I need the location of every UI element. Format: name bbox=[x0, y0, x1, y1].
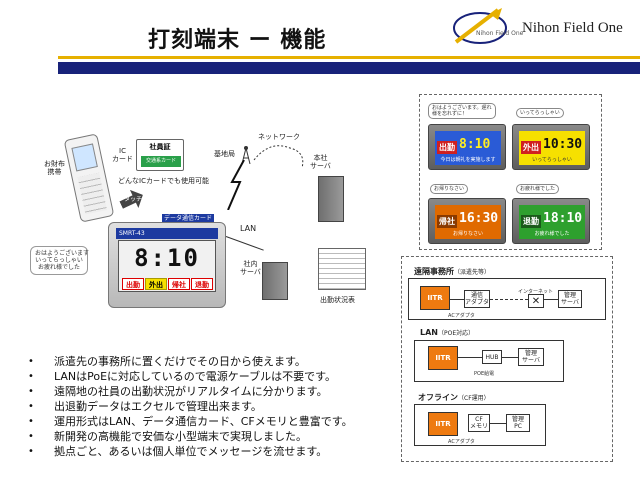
remote-section-title: 遠隔事務所（派遣先等） bbox=[414, 266, 490, 277]
data-card-label: データ通信カード bbox=[162, 214, 215, 224]
screen-time-4: 18:10 bbox=[543, 211, 583, 226]
offline-pc: 管理 PC bbox=[506, 414, 530, 432]
remote-title: 遠隔事務所 bbox=[414, 267, 454, 276]
feature-item: 拠点ごと、あるいは個人単位でメッセージを流せます。 bbox=[28, 444, 353, 459]
screen-speech-1: おはようございます。遅れ様を忘れずに！ bbox=[428, 103, 496, 119]
screen-msg-3: お帰りなさい bbox=[452, 231, 483, 237]
remote-link-2 bbox=[490, 299, 528, 300]
ic-card-label: IC カード bbox=[112, 147, 133, 163]
onsite-server-label: 社内 サーバ bbox=[240, 260, 261, 276]
touch-label: タッチ bbox=[124, 196, 143, 203]
hq-server-icon bbox=[318, 176, 344, 222]
base-station-label: 基地局 bbox=[214, 150, 235, 158]
offline-power: ACアダプタ bbox=[448, 439, 475, 445]
lan-label: LAN bbox=[240, 224, 257, 233]
remote-adapter: 通信 アダプタ bbox=[464, 290, 490, 308]
transit-card: 交通系カード bbox=[141, 156, 181, 167]
attendance-table-label: 出勤状況表 bbox=[320, 296, 355, 304]
feature-item: 新開発の高機能で安価な小型端末で実現しました。 bbox=[28, 429, 353, 444]
screen-msg-4: お疲れ様でした bbox=[534, 231, 570, 237]
lightning-icon bbox=[227, 160, 245, 210]
remote-link-1 bbox=[450, 299, 464, 300]
network-cloud-icon bbox=[253, 145, 304, 169]
screen-msg-2: いってらっしゃい bbox=[532, 157, 572, 163]
screen-sample-4: 退勤 18:10 お疲れ様でした bbox=[512, 198, 590, 244]
offline-note: （CF運用） bbox=[458, 395, 490, 402]
feature-item: 遠隔地の社員の出勤状況がリアルタイムに分かります。 bbox=[28, 384, 353, 399]
feature-item: 運用形式はLAN、データ通信カード、CFメモリと豊富です。 bbox=[28, 414, 353, 429]
lan-note: （POE対応） bbox=[437, 330, 475, 337]
screen-speech-4: お疲れ様でした bbox=[516, 184, 560, 194]
illustration: お財布 携帯 IC カード 社員証 交通系カード どんなICカードでも使用可能 … bbox=[0, 0, 400, 340]
terminal-button-clock-out[interactable]: 退勤 bbox=[191, 278, 213, 290]
logo-text: Nihon Field One bbox=[476, 30, 524, 37]
feature-item: 出退勤データはエクセルで管理出来ます。 bbox=[28, 399, 353, 414]
lan-link-1 bbox=[458, 357, 482, 358]
lan-hub: HUB bbox=[482, 350, 502, 364]
any-card-note: どんなICカードでも使用可能 bbox=[118, 177, 209, 185]
internet-icon: ✕ bbox=[528, 294, 544, 308]
feature-item: 派遣先の事務所に置くだけでその日から使えます。 bbox=[28, 354, 353, 369]
feature-item: LANはPoEに対応しているので電源ケーブルは不要です。 bbox=[28, 369, 353, 384]
screen-label-3: 帰社 bbox=[437, 215, 457, 228]
lan-server: 管理 サーバ bbox=[518, 348, 544, 366]
employee-id-text: 社員証 bbox=[149, 143, 171, 151]
remote-power: ACアダプタ bbox=[448, 313, 475, 319]
terminal-model: SMRT-43 bbox=[116, 228, 218, 239]
terminal-button-out[interactable]: 外出 bbox=[145, 278, 167, 290]
mobile-label: お財布 携帯 bbox=[44, 160, 65, 176]
greeting-bubble: おはようございます いってらっしゃい お疲れ様でした bbox=[30, 246, 89, 275]
screen-speech-3: お帰りなさい bbox=[430, 184, 469, 194]
employee-id-card: 社員証 交通系カード bbox=[136, 139, 184, 171]
screen-sample-3: 帰社 16:30 お帰りなさい bbox=[428, 198, 506, 244]
lan-title: LAN bbox=[420, 328, 438, 337]
terminal-time: 8:10 bbox=[134, 244, 200, 272]
company-logo-icon bbox=[453, 8, 507, 44]
offline-title: オフライン bbox=[418, 393, 458, 402]
screen-samples-panel bbox=[419, 94, 602, 250]
offline-link bbox=[490, 423, 506, 424]
remote-internet: インターネット bbox=[518, 289, 554, 295]
offline-section-title: オフライン（CF運用） bbox=[418, 392, 490, 403]
company-name: Nihon Field One bbox=[522, 20, 623, 36]
hq-server-label: 本社 サーバ bbox=[310, 154, 331, 170]
lan-device: IITR bbox=[428, 346, 458, 370]
header-gold-bar bbox=[58, 56, 640, 59]
feature-list: 派遣先の事務所に置くだけでその日から使えます。 LANはPoEに対応しているので… bbox=[28, 354, 353, 459]
configurations-panel bbox=[401, 256, 613, 462]
screen-time-3: 16:30 bbox=[459, 211, 499, 226]
remote-device: IITR bbox=[420, 286, 450, 310]
mobile-phone-icon bbox=[63, 133, 115, 223]
remote-server: 管理 サーバ bbox=[558, 290, 582, 308]
lan-line bbox=[225, 236, 264, 251]
page-title: 打刻端末 ー 機能 bbox=[148, 28, 327, 53]
offline-device: IITR bbox=[428, 412, 458, 436]
remote-link-3 bbox=[544, 299, 558, 300]
lan-link-2 bbox=[502, 357, 518, 358]
attendance-table-icon bbox=[318, 248, 366, 290]
screen-time-1: 8:10 bbox=[459, 137, 491, 152]
lan-section-title: LAN（POE対応） bbox=[420, 328, 474, 337]
terminal-button-return[interactable]: 帰社 bbox=[168, 278, 190, 290]
screen-speech-2: いってらっしゃい bbox=[516, 108, 564, 118]
screen-sample-2: 外出 10:30 いってらっしゃい bbox=[512, 124, 590, 170]
screen-msg-1: 今日は朝礼を実施します bbox=[440, 157, 496, 163]
screen-sample-1: 出勤 8:10 今日は朝礼を実施します bbox=[428, 124, 506, 170]
header-navy-bar bbox=[58, 62, 640, 74]
screen-label-1: 出勤 bbox=[437, 141, 457, 154]
remote-note: （派遣先等） bbox=[454, 269, 491, 276]
offline-media: CF メモリ bbox=[468, 414, 490, 432]
screen-label-2: 外出 bbox=[521, 141, 541, 154]
terminal-button-clock-in[interactable]: 出勤 bbox=[122, 278, 144, 290]
onsite-server-icon bbox=[262, 262, 288, 300]
screen-label-4: 退勤 bbox=[521, 215, 541, 228]
screen-time-2: 10:30 bbox=[543, 137, 583, 152]
lan-power: POE給電 bbox=[474, 371, 495, 377]
network-label: ネットワーク bbox=[258, 133, 300, 141]
